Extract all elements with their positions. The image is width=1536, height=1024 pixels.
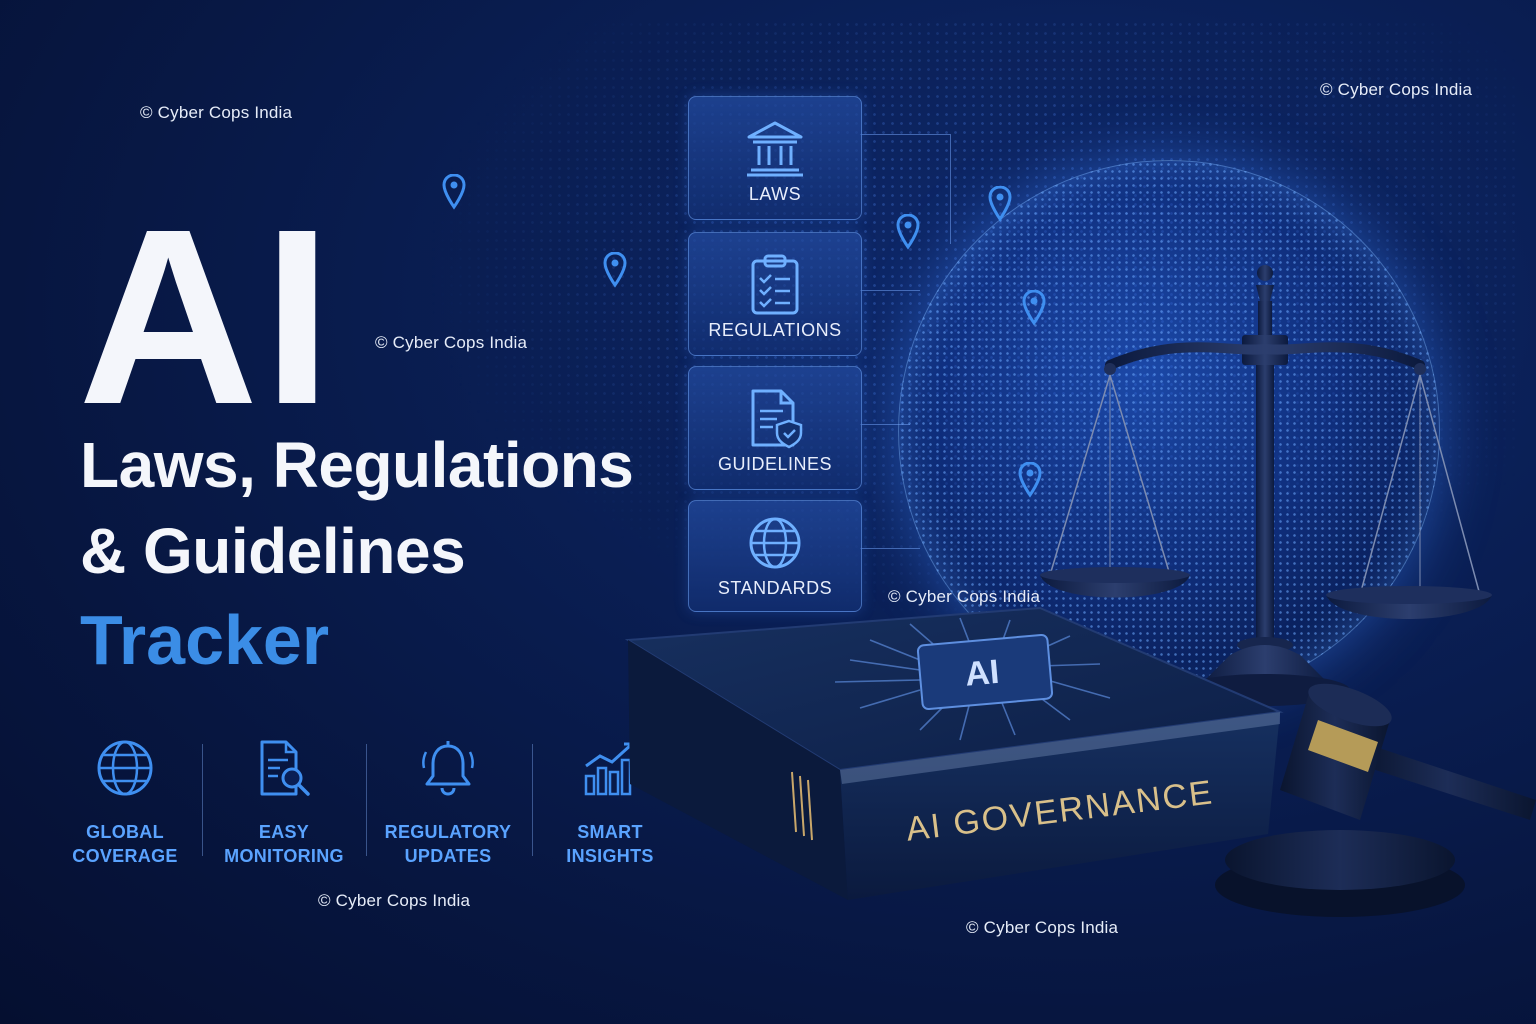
watermark: © Cyber Cops India: [1320, 80, 1473, 99]
feature-label-line1: SMART: [577, 822, 643, 842]
watermark: © Cyber Cops India: [966, 918, 1119, 937]
connector-line: [950, 134, 951, 244]
watermark: © Cyber Cops India: [375, 333, 528, 352]
feature-easy-monitoring: EASY MONITORING: [209, 738, 359, 868]
connector-line: [860, 134, 950, 135]
hero-subtitle-line1: Laws, Regulations: [80, 429, 634, 501]
hero-accent-tracker: Tracker: [80, 601, 330, 679]
category-label: REGULATIONS: [708, 320, 842, 340]
ai-governance-book: AI AI GOVERNANCE: [624, 606, 1284, 900]
feature-divider: [202, 744, 203, 856]
location-pin-icon: [1022, 290, 1046, 326]
feature-smart-insights: SMART INSIGHTS: [535, 738, 685, 868]
location-pin-icon: [442, 174, 466, 210]
feature-label-line1: EASY: [258, 822, 310, 842]
category-card-regulations: REGULATIONS: [688, 232, 862, 356]
globe-icon: [749, 517, 801, 569]
scales-of-justice-icon: [1040, 265, 1492, 706]
category-label: STANDARDS: [717, 578, 833, 598]
location-pin-icon: [896, 214, 920, 250]
document-search-icon: [260, 740, 310, 796]
watermark: © Cyber Cops India: [888, 587, 1041, 606]
feature-label-line2: COVERAGE: [72, 846, 178, 866]
feature-label-line1: GLOBAL: [86, 822, 164, 842]
clipboard-checklist-icon: [751, 254, 799, 315]
watermark: © Cyber Cops India: [140, 103, 293, 122]
book-cover-chip: AI: [964, 653, 1001, 694]
category-label: LAWS: [748, 184, 802, 204]
connector-line: [860, 290, 920, 291]
bank-building-icon: [747, 121, 803, 177]
category-card-laws: LAWS: [688, 96, 862, 220]
connector-line: [860, 424, 910, 425]
bell-icon: [422, 741, 474, 796]
document-shield-icon: [751, 389, 803, 449]
location-pin-icon: [988, 186, 1012, 222]
feature-label-line2: MONITORING: [224, 846, 344, 866]
location-pin-icon: [1018, 462, 1042, 498]
category-label: GUIDELINES: [717, 454, 833, 474]
connector-line: [860, 548, 920, 549]
feature-label-line2: INSIGHTS: [566, 846, 654, 866]
feature-label-line1: REGULATORY: [384, 822, 512, 842]
feature-global-coverage: GLOBAL COVERAGE: [50, 738, 200, 868]
feature-regulatory-updates: REGULATORY UPDATES: [373, 738, 523, 868]
hero-subtitle-line2: & Guidelines: [80, 515, 466, 587]
feature-label-line2: UPDATES: [404, 846, 492, 866]
globe-icon: [97, 740, 153, 796]
feature-divider: [366, 744, 367, 856]
location-pin-icon: [603, 252, 627, 288]
feature-divider: [532, 744, 533, 856]
category-card-guidelines: GUIDELINES: [688, 366, 862, 490]
hero-title-ai: AI: [78, 177, 336, 456]
watermark: © Cyber Cops India: [318, 891, 471, 910]
category-card-standards: STANDARDS: [688, 500, 862, 612]
gavel-icon: [1215, 683, 1536, 917]
